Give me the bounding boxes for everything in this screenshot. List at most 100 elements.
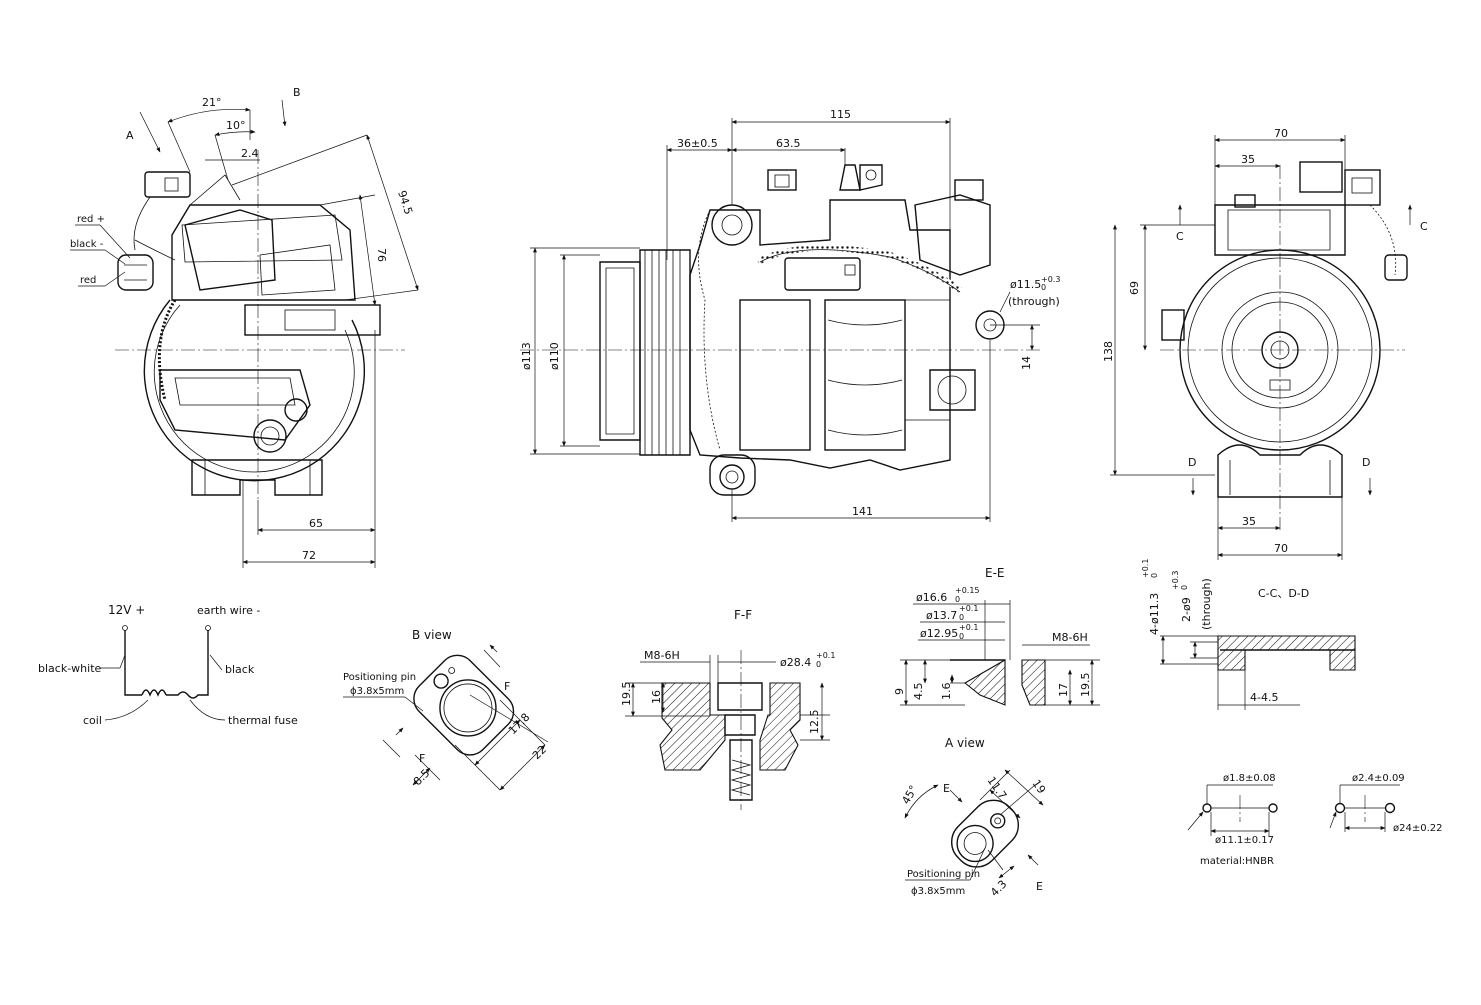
- cd-hole2-tol-bot: 0: [1180, 585, 1189, 590]
- ring1-cs: ø1.8±0.08: [1223, 773, 1276, 784]
- wiring-coil: coil: [83, 714, 102, 727]
- cd-hole1-tol-top: +0.1: [1141, 559, 1150, 578]
- ff-dim-16: 16: [650, 690, 663, 704]
- b-view-pin-label: Positioning pin: [343, 672, 416, 683]
- wire-red-plus: red +: [77, 214, 105, 225]
- rear-dim-138: 138: [1102, 341, 1115, 362]
- wire-black-minus: black -: [70, 239, 104, 250]
- view-label-a: A: [126, 129, 134, 142]
- b-view-dim-17-8: 17.8: [506, 711, 533, 738]
- dim-94-5: 94.5: [395, 189, 415, 216]
- front-view: A B 21° 10° 2.4 94.5 76 65 72 red + blac…: [70, 86, 419, 568]
- ring2-id: ø24±0.22: [1393, 823, 1443, 834]
- a-view-pin-label: Positioning pin: [907, 869, 980, 880]
- ee-d1: ø16.6: [916, 591, 947, 604]
- section-d-right: D: [1362, 456, 1370, 469]
- cd-hole1-tol-bot: 0: [1150, 573, 1159, 578]
- wiring-earth: earth wire -: [197, 604, 260, 617]
- a-view-angle: 45°: [899, 783, 920, 806]
- wiring-plus: 12V +: [108, 603, 145, 617]
- a-view-title: A view: [945, 736, 985, 750]
- dim-65: 65: [309, 517, 323, 530]
- wiring-fuse: thermal fuse: [228, 714, 298, 727]
- ring1-id: ø11.1±0.17: [1215, 835, 1274, 846]
- o-ring-material: material:HNBR: [1200, 856, 1274, 867]
- ff-bore-tol-bot: 0: [816, 660, 821, 669]
- cd-dim: 4-4.5: [1250, 691, 1278, 704]
- ee-dim-9: 9: [893, 688, 906, 695]
- section-c-right: C: [1420, 220, 1428, 233]
- ee-d2-tol-top: +0.1: [959, 604, 978, 613]
- ff-dim-12-5: 12.5: [808, 710, 821, 735]
- wire-red: red: [80, 275, 96, 286]
- dim-14: 14: [1020, 356, 1033, 370]
- pulley-grooves: [644, 250, 681, 455]
- ff-title: F-F: [734, 608, 752, 622]
- ee-dim-4-5: 4.5: [912, 683, 925, 701]
- rear-dim-70-bot: 70: [1274, 542, 1288, 555]
- dim-dia-110: ø110: [548, 342, 561, 370]
- b-view-dim-8-5: 8.5: [411, 767, 433, 789]
- o-rings: ø1.8±0.08 ø11.1±0.17 material:HNBR ø2.4±…: [1187, 773, 1443, 867]
- rear-view: C C D D 70 35 69 138 35 70: [1102, 127, 1428, 560]
- ee-d2-tol-bot: 0: [959, 613, 964, 622]
- dim-63-5: 63.5: [776, 137, 801, 150]
- ff-dim-19-5: 19.5: [620, 682, 633, 707]
- ff-bore-dia: ø28.4: [780, 656, 811, 669]
- rear-dim-35-bot: 35: [1242, 515, 1256, 528]
- rear-dim-69: 69: [1128, 281, 1141, 295]
- side-view: 115 36±0.5 63.5 ø113 ø110 14 ø11.5 +0.3 …: [520, 108, 1060, 522]
- a-view-dim-19: 19: [1030, 777, 1049, 796]
- ee-d3-tol-top: +0.1: [959, 623, 978, 632]
- ee-title: E-E: [985, 566, 1005, 580]
- ee-dim-17: 17: [1057, 683, 1070, 697]
- a-view-dim-4-3: 4.3: [988, 878, 1010, 900]
- dim-2-4: 2.4: [241, 147, 259, 160]
- dim-36: 36±0.5: [677, 137, 718, 150]
- rear-dim-35-top: 35: [1241, 153, 1255, 166]
- dim-115: 115: [830, 108, 851, 121]
- wiring-black-white: black-white: [38, 662, 102, 675]
- a-view-e-bottom: E: [1036, 880, 1043, 893]
- ee-dim-19-5: 19.5: [1079, 673, 1092, 698]
- b-view-section-f2: F: [419, 752, 425, 765]
- hole-tol-top: +0.3: [1041, 275, 1060, 284]
- cd-hole1: 4-ø11.3: [1148, 593, 1161, 635]
- a-view-e-top: E: [943, 782, 950, 795]
- angle-21: 21°: [202, 96, 222, 109]
- section-d-left: D: [1188, 456, 1196, 469]
- wiring-diagram: 12V + earth wire - black-white black coi…: [38, 603, 298, 727]
- ee-d3-tol-bot: 0: [959, 632, 964, 641]
- dim-76: 76: [375, 248, 388, 262]
- ee-thread: M8-6H: [1052, 631, 1088, 644]
- ee-d2: ø13.7: [926, 609, 957, 622]
- cd-hole2-tol-top: +0.3: [1171, 571, 1180, 590]
- b-view-pin-size: ɸ3.8x5mm: [350, 686, 404, 697]
- dim-dia-113: ø113: [520, 342, 533, 370]
- cd-hole2: 2-ø9: [1180, 597, 1193, 622]
- dim-141: 141: [852, 505, 873, 518]
- angle-10: 10°: [226, 119, 246, 132]
- b-view-section-f1: F: [504, 680, 510, 693]
- ring2-cs: ø2.4±0.09: [1352, 773, 1405, 784]
- section-c-left: C: [1176, 230, 1184, 243]
- view-label-b: B: [293, 86, 301, 99]
- ff-section: F-F M8-6H ø28.4 +0.1 0 19.5 16 12.5: [620, 608, 835, 810]
- ee-dim-1-6: 1.6: [940, 683, 953, 701]
- hole-tol-bot: 0: [1041, 283, 1046, 292]
- cd-through: (through): [1200, 578, 1213, 630]
- b-view-title: B view: [412, 628, 452, 642]
- ee-d1-tol-bot: 0: [955, 595, 960, 604]
- ff-bore-tol-top: +0.1: [816, 651, 835, 660]
- ee-d1-tol-top: +0.15: [955, 586, 980, 595]
- rear-dim-70-top: 70: [1274, 127, 1288, 140]
- a-view-pin-size: ɸ3.8x5mm: [911, 886, 965, 897]
- hole-through: (through): [1008, 295, 1060, 308]
- wiring-black: black: [225, 663, 255, 676]
- hole-dia: ø11.5: [1010, 278, 1041, 291]
- cd-title: C-C、D-D: [1258, 587, 1309, 600]
- b-view: B view F F Positioning pin ɸ3.8x5mm 17.8…: [343, 628, 549, 791]
- b-view-dim-22: 22: [530, 743, 549, 762]
